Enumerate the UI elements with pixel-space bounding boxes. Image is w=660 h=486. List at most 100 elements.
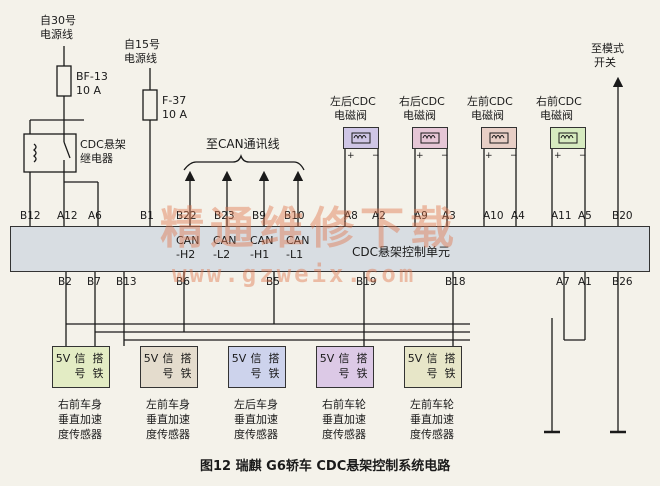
top-pin: A9 [414,210,428,222]
can-h1-bottom: -H1 [250,248,270,261]
cdc-control-unit [10,226,650,272]
sensor-pin-label: 5V [319,352,335,365]
valve-label-2: 电磁阀 [403,109,436,122]
top-pin: A8 [344,210,358,222]
sensor-pin-label: 搭铁 [444,352,456,380]
top-pin: B12 [20,210,41,222]
bottom-pin: B13 [116,276,137,288]
power30-label-1: 自30号 [40,14,76,27]
solenoid-coil-icon [481,127,517,149]
top-pin: B9 [252,210,266,222]
top-pin: B20 [612,210,633,222]
fuse-bf13-rating: 10 A [76,84,102,97]
can-h1-top: CAN [250,234,274,247]
valve-plus: + [554,151,562,161]
top-pin: B1 [140,210,154,222]
bottom-pin: B7 [87,276,101,288]
sensor-pin-label: 5V [231,352,247,365]
can-h2-bottom: -H2 [176,248,196,261]
sensor-pin-label: 搭铁 [356,352,368,380]
valve-label-1: 右后CDC [399,95,445,108]
valve-minus: − [510,151,518,161]
mode-switch-label-1: 至模式 [591,42,624,55]
sensor-pin-label: 信号 [426,352,438,380]
bottom-pin: B26 [612,276,633,288]
sensor-name: 右前车轮 [322,398,366,411]
sensor-name: 度传感器 [58,428,102,441]
valve-minus: − [372,151,380,161]
sensor-name: 左前车身 [146,398,190,411]
top-pin: A10 [483,210,504,222]
sensor-pin-label: 信号 [338,352,350,380]
sensor-name: 垂直加速 [410,413,454,426]
sensor-pin-label: 5V [143,352,159,365]
sensor-name: 左后车身 [234,398,278,411]
valve-label-1: 左后CDC [330,95,376,108]
bottom-pin: B6 [176,276,190,288]
mode-switch-label-2: 开关 [594,56,616,69]
sensor-name: 度传感器 [322,428,366,441]
valve-minus: − [441,151,449,161]
power15-label-1: 自15号 [124,38,160,51]
top-pin: A6 [88,210,102,222]
valve-minus: − [579,151,587,161]
sensor-pin-label: 5V [407,352,423,365]
bottom-pin: B18 [445,276,466,288]
sensor-pin-label: 信号 [250,352,262,380]
top-pin: A12 [57,210,78,222]
can-title: 至CAN通讯线 [206,137,280,151]
sensor-pin-label: 信号 [162,352,174,380]
sensor-pin-label: 搭铁 [92,352,104,380]
valve-plus: + [347,151,355,161]
can-l2-top: CAN [213,234,237,247]
top-pin: A5 [578,210,592,222]
valve-plus: + [416,151,424,161]
top-pin: B10 [284,210,305,222]
top-pin: A11 [551,210,572,222]
sensor-name: 垂直加速 [322,413,366,426]
can-l2-bottom: -L2 [213,248,231,261]
bottom-pin: B2 [58,276,72,288]
top-pin: A2 [372,210,386,222]
can-l1-bottom: -L1 [286,248,304,261]
bottom-pin: A7 [556,276,570,288]
valve-label-2: 电磁阀 [540,109,573,122]
sensor-name: 度传感器 [410,428,454,441]
power15-label-2: 电源线 [124,52,157,65]
sensor-pin-label: 5V [55,352,71,365]
relay-label-2: 继电器 [80,152,113,165]
can-l1-top: CAN [286,234,310,247]
top-pin: A3 [442,210,456,222]
sensor-pin-label: 搭铁 [180,352,192,380]
valve-label-1: 左前CDC [467,95,513,108]
sensor-name: 垂直加速 [58,413,102,426]
sensor-name: 左前车轮 [410,398,454,411]
sensor-name: 度传感器 [234,428,278,441]
fuse-f37-label: F-37 [162,94,187,107]
bottom-pin: B19 [356,276,377,288]
top-pin: B22 [176,210,197,222]
solenoid-coil-icon [343,127,379,149]
bottom-pin: B5 [266,276,280,288]
fuse-f37-rating: 10 A [162,108,188,121]
sensor-pin-label: 搭铁 [268,352,280,380]
sensor-name: 垂直加速 [234,413,278,426]
valve-label-2: 电磁阀 [334,109,367,122]
sensor-name: 度传感器 [146,428,190,441]
power30-label-2: 电源线 [40,28,73,41]
top-pin: B23 [214,210,235,222]
sensor-pin-label: 信号 [74,352,86,380]
valve-label-1: 右前CDC [536,95,582,108]
sensor-name: 垂直加速 [146,413,190,426]
unit-label: CDC悬架控制单元 [352,245,450,259]
sensor-name: 右前车身 [58,398,102,411]
solenoid-coil-icon [550,127,586,149]
valve-plus: + [485,151,493,161]
solenoid-coil-icon [412,127,448,149]
valve-label-2: 电磁阀 [471,109,504,122]
can-h2-top: CAN [176,234,200,247]
